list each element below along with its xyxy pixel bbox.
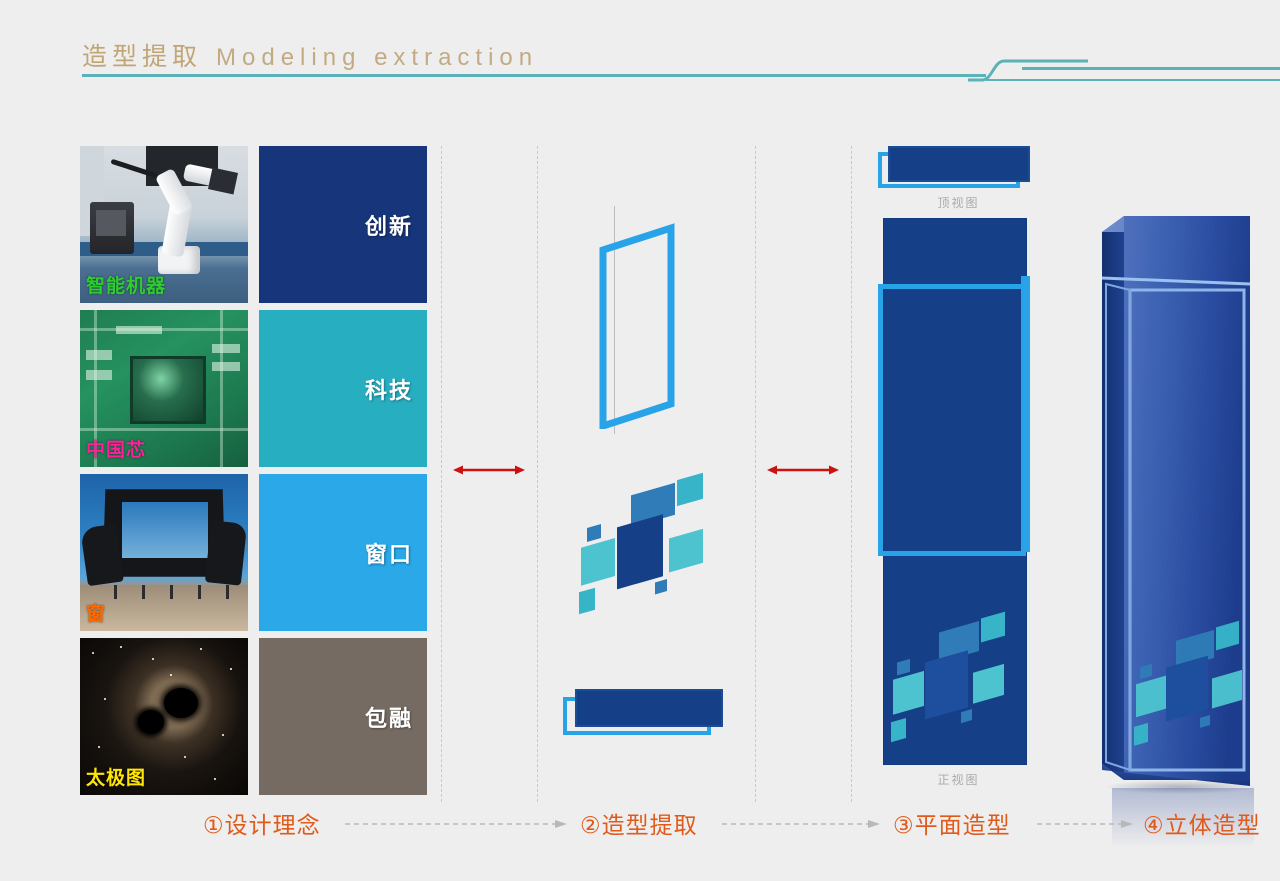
perspective-frame-outline bbox=[599, 223, 675, 429]
swatch-label: 科技 bbox=[364, 377, 413, 403]
process-step-bar: ①设计理念 ②造型提取 ③平面造型 ④立体造型 bbox=[0, 806, 1280, 856]
header-deco-line-lower bbox=[986, 79, 1280, 81]
photo-caption: 中国芯 bbox=[86, 440, 147, 461]
column-divider bbox=[851, 146, 852, 802]
header-deco-line-upper bbox=[1022, 67, 1280, 70]
photo-hands-holding-frame: 窗 bbox=[80, 474, 248, 631]
three-d-render-column bbox=[1090, 210, 1280, 848]
step-label-1: ①设计理念 bbox=[203, 812, 321, 838]
title-underline bbox=[82, 74, 986, 77]
elevation-inset-frame bbox=[878, 284, 1026, 556]
render-base-cap bbox=[1102, 764, 1250, 786]
photo-post bbox=[142, 585, 145, 599]
photo-pcb-pad bbox=[212, 362, 240, 371]
render-floor-reflection bbox=[1112, 788, 1254, 848]
top-view-fill bbox=[888, 146, 1030, 182]
page-title-en: Modeling extraction bbox=[216, 44, 539, 71]
base-plate-shape bbox=[563, 689, 728, 739]
photo-binary-black-holes: 太极图 bbox=[80, 638, 248, 795]
column-divider bbox=[537, 146, 538, 802]
render-side-face bbox=[1102, 216, 1124, 780]
reference-photo-column: 智能机器 中国芯 窗 bbox=[80, 146, 248, 802]
swatch-technology: 科技 bbox=[259, 310, 427, 467]
base-plate-fill bbox=[575, 689, 723, 727]
top-view-shape bbox=[878, 146, 1033, 191]
photo-post bbox=[170, 585, 173, 599]
step-connector-arrow-icon bbox=[345, 820, 567, 828]
step-connector-arrow-icon bbox=[722, 820, 880, 828]
photo-pcb-trace bbox=[94, 310, 97, 467]
photo-pcb-pad bbox=[212, 344, 240, 353]
photo-industrial-robot-arm: 智能机器 bbox=[80, 146, 248, 303]
render-pylon bbox=[1101, 216, 1251, 786]
extraction-shapes-column bbox=[537, 146, 755, 802]
front-view-label: 正视图 bbox=[937, 773, 980, 787]
mosaic-motif-flat bbox=[579, 472, 703, 615]
swatch-window: 窗口 bbox=[259, 474, 427, 631]
column-divider bbox=[755, 146, 756, 802]
swatch-innovation: 创新 bbox=[259, 146, 427, 303]
photo-robot-tool bbox=[207, 167, 239, 195]
mosaic-motif-elevation bbox=[891, 611, 1005, 743]
step-label-4: ④立体造型 bbox=[1143, 812, 1261, 838]
swatch-label: 包融 bbox=[364, 705, 413, 731]
photo-pcb-pad bbox=[86, 370, 112, 380]
photo-post bbox=[198, 585, 201, 599]
photo-post bbox=[114, 585, 117, 599]
center-axis-line bbox=[614, 206, 615, 434]
top-view-label: 顶视图 bbox=[937, 196, 980, 210]
swatch-inclusion: 包融 bbox=[259, 638, 427, 795]
photo-pcb-pad bbox=[116, 326, 162, 334]
photo-post bbox=[226, 585, 229, 599]
render-ground-shadow bbox=[1106, 780, 1256, 794]
photo-welder-panel bbox=[96, 210, 126, 236]
header-curve-decoration bbox=[968, 59, 1088, 82]
photo-black-hole-primary bbox=[164, 688, 198, 718]
step-label-2: ②造型提取 bbox=[580, 812, 698, 838]
photo-pcb-trace bbox=[80, 428, 248, 431]
photo-pcb-trace bbox=[220, 310, 223, 467]
photo-beach bbox=[80, 585, 248, 631]
photo-caption: 太极图 bbox=[86, 768, 147, 789]
photo-black-hole-secondary bbox=[138, 710, 164, 734]
photo-chip-ic bbox=[130, 356, 206, 424]
photo-frame-opening bbox=[122, 502, 208, 558]
transition-arrow-icon bbox=[767, 465, 839, 475]
photo-hand-right bbox=[204, 520, 248, 586]
transition-arrow-icon bbox=[453, 465, 525, 475]
swatch-label: 创新 bbox=[364, 213, 413, 239]
swatch-label: 窗口 bbox=[364, 541, 413, 567]
photo-caption: 窗 bbox=[86, 604, 107, 625]
color-swatch-column: 创新 科技 窗口 包融 bbox=[259, 146, 427, 802]
flat-elevation-column: 顶视图 正视图 bbox=[851, 146, 1066, 816]
column-divider bbox=[441, 146, 442, 802]
step-connector-arrow-icon bbox=[1037, 820, 1133, 828]
step-label-3: ③平面造型 bbox=[893, 812, 1011, 838]
photo-pcb-pad bbox=[86, 350, 112, 360]
photo-pcb-trace bbox=[80, 328, 248, 331]
photo-circuit-board-chip: 中国芯 bbox=[80, 310, 248, 467]
page-title: 造型提取 Modeling extraction bbox=[82, 37, 538, 73]
page-title-cn: 造型提取 bbox=[82, 43, 203, 71]
slide-header: 造型提取 Modeling extraction bbox=[0, 0, 1280, 95]
photo-caption: 智能机器 bbox=[86, 276, 167, 297]
